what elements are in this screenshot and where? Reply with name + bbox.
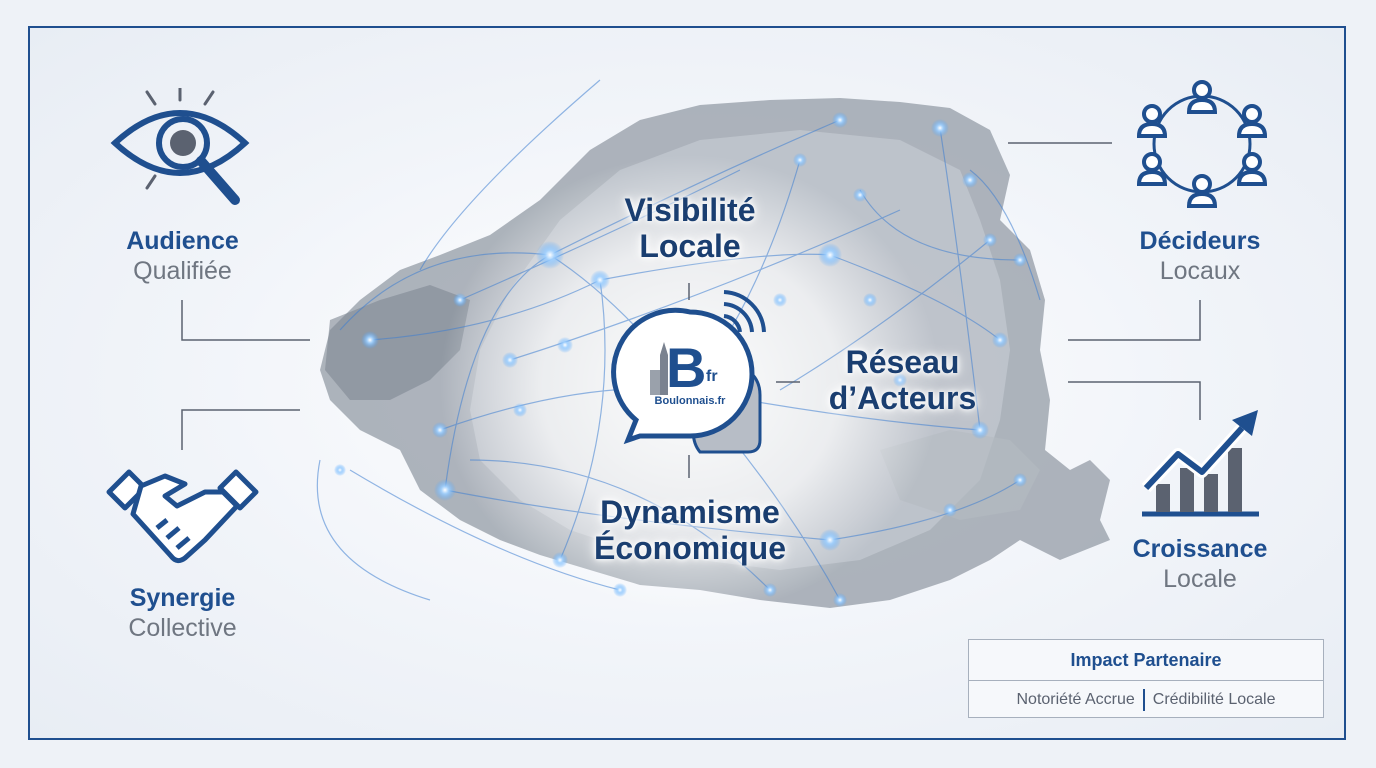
label-visibilite-locale: Visibilité Locale bbox=[624, 192, 756, 264]
handshake-icon bbox=[106, 469, 259, 564]
network-lines bbox=[316, 79, 1041, 601]
impact-item-notoriete: Notoriété Accrue bbox=[1016, 691, 1135, 708]
impact-items: Notoriété Accrue Crédibilité Locale bbox=[969, 681, 1323, 719]
impact-title: Impact Partenaire bbox=[969, 640, 1323, 681]
impact-item-credibilite: Crédibilité Locale bbox=[1152, 691, 1276, 708]
logo-letter: B bbox=[666, 336, 707, 399]
impact-separator bbox=[1142, 689, 1145, 711]
feature-decideurs: Décideurs Locaux bbox=[1139, 227, 1261, 285]
label-dynamisme-economique: Dynamisme Économique bbox=[593, 494, 786, 566]
feature-synergie: Synergie Collective bbox=[128, 584, 237, 642]
growth-chart-icon bbox=[1141, 410, 1259, 517]
label-reseau-acteurs: Réseau d’Acteurs bbox=[828, 344, 977, 416]
chat-bubble-logo-icon bbox=[611, 290, 766, 454]
connector-lines bbox=[181, 142, 1201, 478]
feature-audience: Audience Qualifiée bbox=[126, 227, 239, 285]
feature-croissance: Croissance Locale bbox=[1132, 535, 1268, 593]
map-dark-district bbox=[325, 285, 470, 400]
logo-suffix: fr bbox=[706, 368, 718, 385]
eye-magnifier-icon bbox=[110, 88, 250, 205]
network-nodes bbox=[334, 112, 1027, 607]
people-network-icon bbox=[1136, 80, 1268, 208]
logo-name: Boulonnais.fr bbox=[654, 395, 726, 407]
impact-box: Impact Partenaire Notoriété Accrue Crédi… bbox=[968, 639, 1324, 718]
